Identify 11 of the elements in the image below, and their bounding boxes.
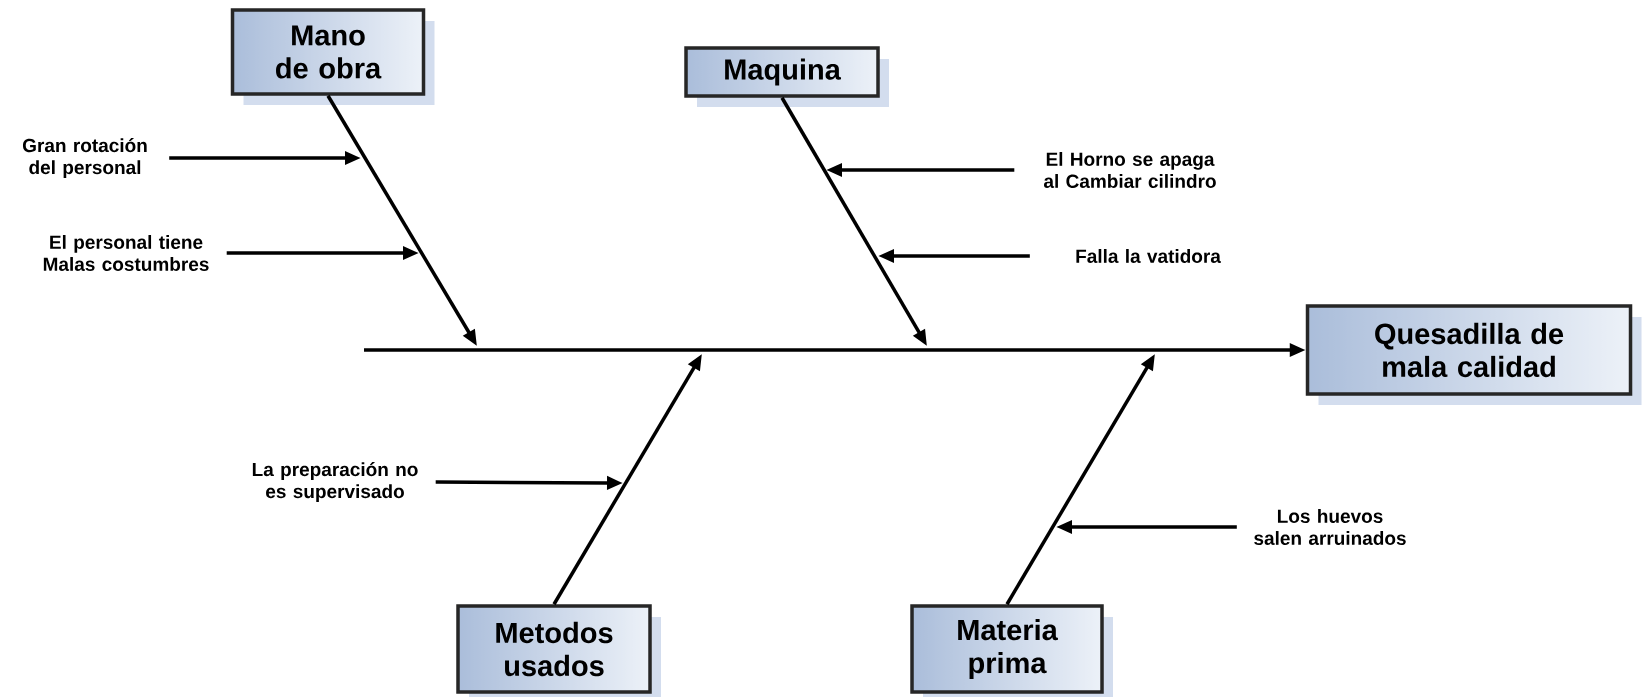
category-box: Quesadilla de mala calidad — [1305, 304, 1642, 405]
cause-label: Los huevos salen arruinados — [1254, 509, 1406, 545]
cause-label: La preparación no es supervisado — [252, 462, 418, 502]
category-box: Metodos usados — [456, 604, 661, 697]
category-box: Mano de obra — [230, 8, 435, 105]
category-box: Maquina — [684, 46, 889, 107]
cause-label: Falla la vatidora — [1076, 249, 1221, 263]
cause-label: El Horno se apaga al Cambiar cilindro — [1044, 152, 1216, 188]
cause-label: Gran rotación del personal — [22, 138, 147, 178]
cause-label: El personal tiene Malas costumbres — [43, 235, 209, 271]
category-box: Materia prima — [910, 604, 1113, 697]
